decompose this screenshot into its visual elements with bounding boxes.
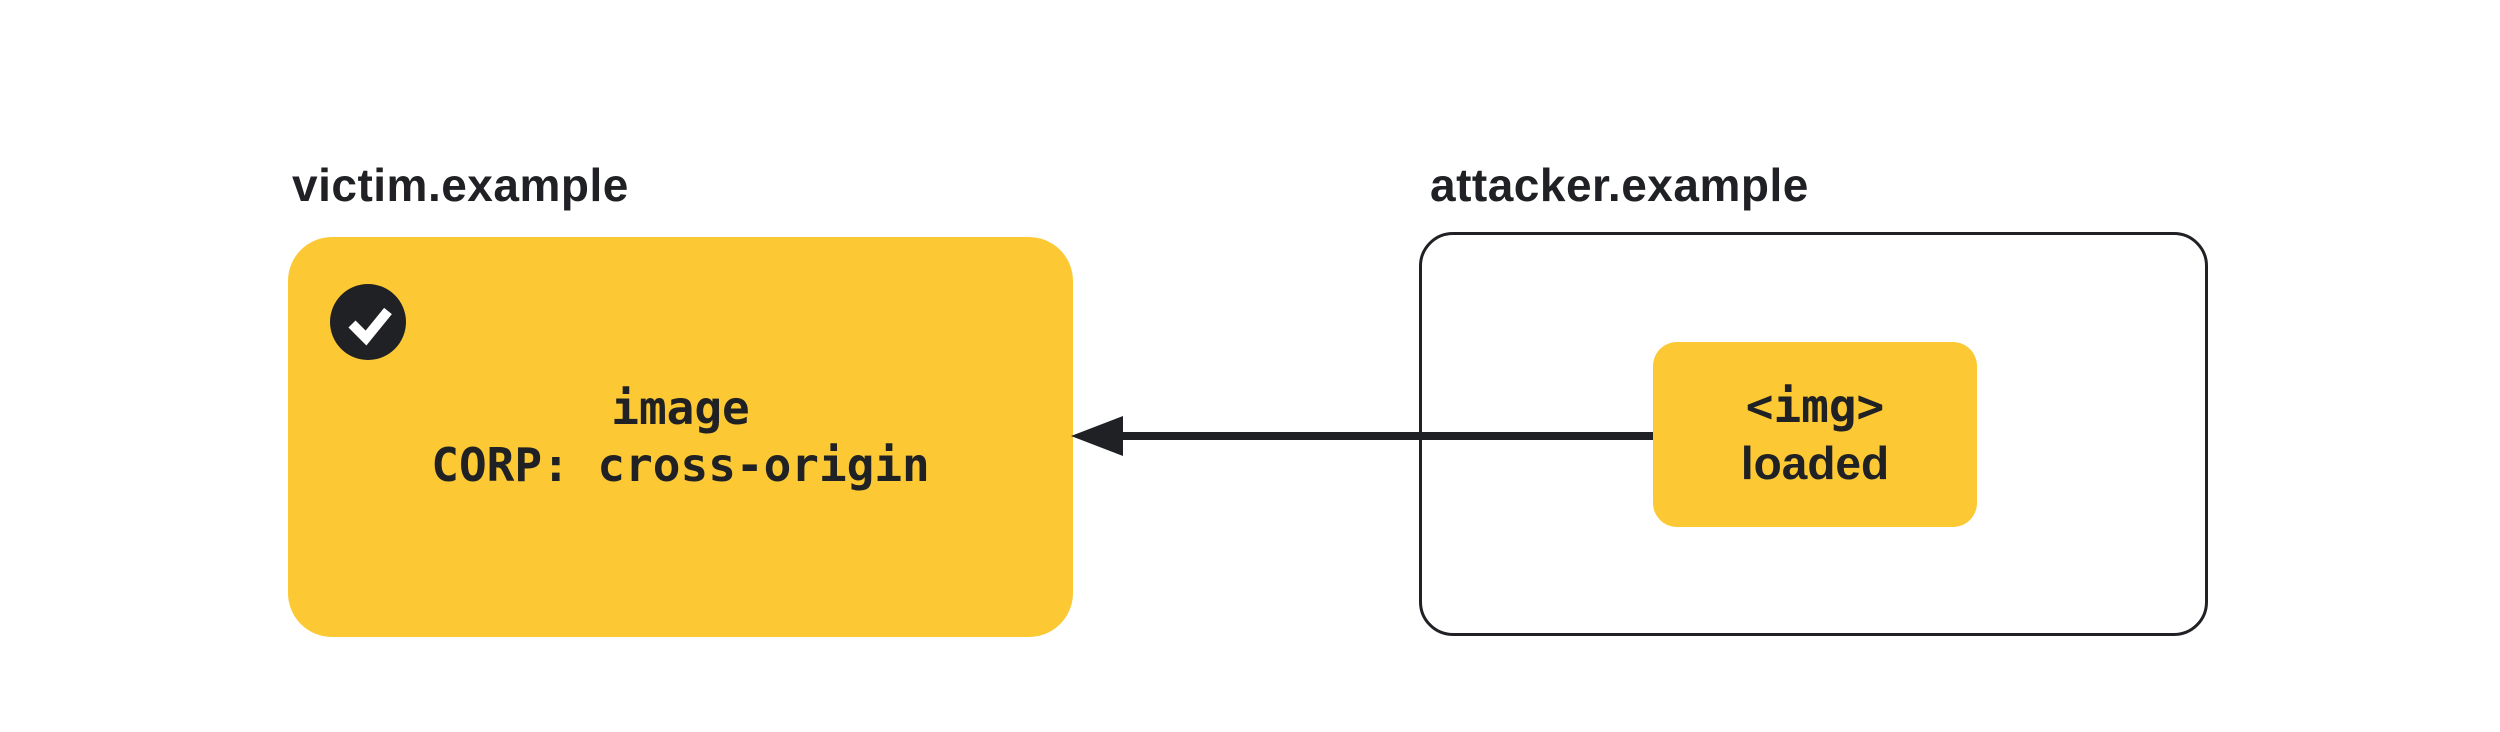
attacker-domain-label: attacker.example bbox=[1430, 159, 1809, 211]
img-loaded-label: loaded bbox=[1740, 436, 1890, 489]
arrowhead-icon bbox=[1071, 416, 1123, 456]
img-element-node: <img> loaded bbox=[1653, 342, 1977, 527]
check-icon bbox=[330, 284, 406, 360]
victim-domain-label: victim.example bbox=[292, 159, 629, 211]
victim-resource-box: image CORP: cross-origin bbox=[288, 237, 1073, 637]
corp-policy-label: CORP: cross-origin bbox=[431, 438, 930, 492]
img-tag-label: <img> bbox=[1745, 378, 1885, 433]
victim-box-text: image CORP: cross-origin bbox=[431, 380, 930, 494]
resource-type-label: image bbox=[611, 381, 750, 435]
request-arrow bbox=[1071, 416, 1653, 456]
